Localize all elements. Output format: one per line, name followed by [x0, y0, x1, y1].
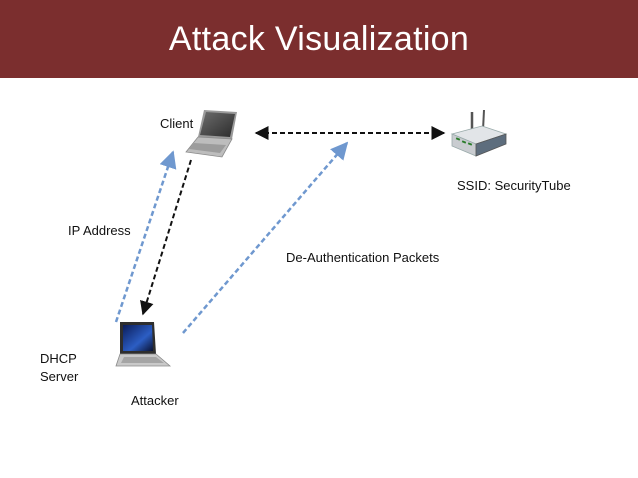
client-label: Client — [160, 116, 194, 131]
deauth-label: De-Authentication Packets — [286, 250, 440, 265]
dhcp-client-arrow — [114, 150, 177, 323]
slide-title: Attack Visualization — [168, 19, 470, 58]
deauth-arrow — [182, 141, 349, 334]
dhcp-label-line1: DHCP — [40, 351, 77, 366]
ip-address-label: IP Address — [68, 223, 131, 238]
dhcp-label-line2: Server — [40, 369, 79, 384]
attacker-laptop-icon — [115, 322, 172, 367]
client-attacker-arrow — [140, 159, 192, 316]
access-point-icon — [450, 109, 508, 157]
attacker-label: Attacker — [131, 393, 179, 408]
client-laptop-icon — [185, 110, 237, 158]
ssid-label: SSID: SecurityTube — [457, 178, 571, 193]
title-bar: Attack Visualization — [0, 0, 638, 78]
